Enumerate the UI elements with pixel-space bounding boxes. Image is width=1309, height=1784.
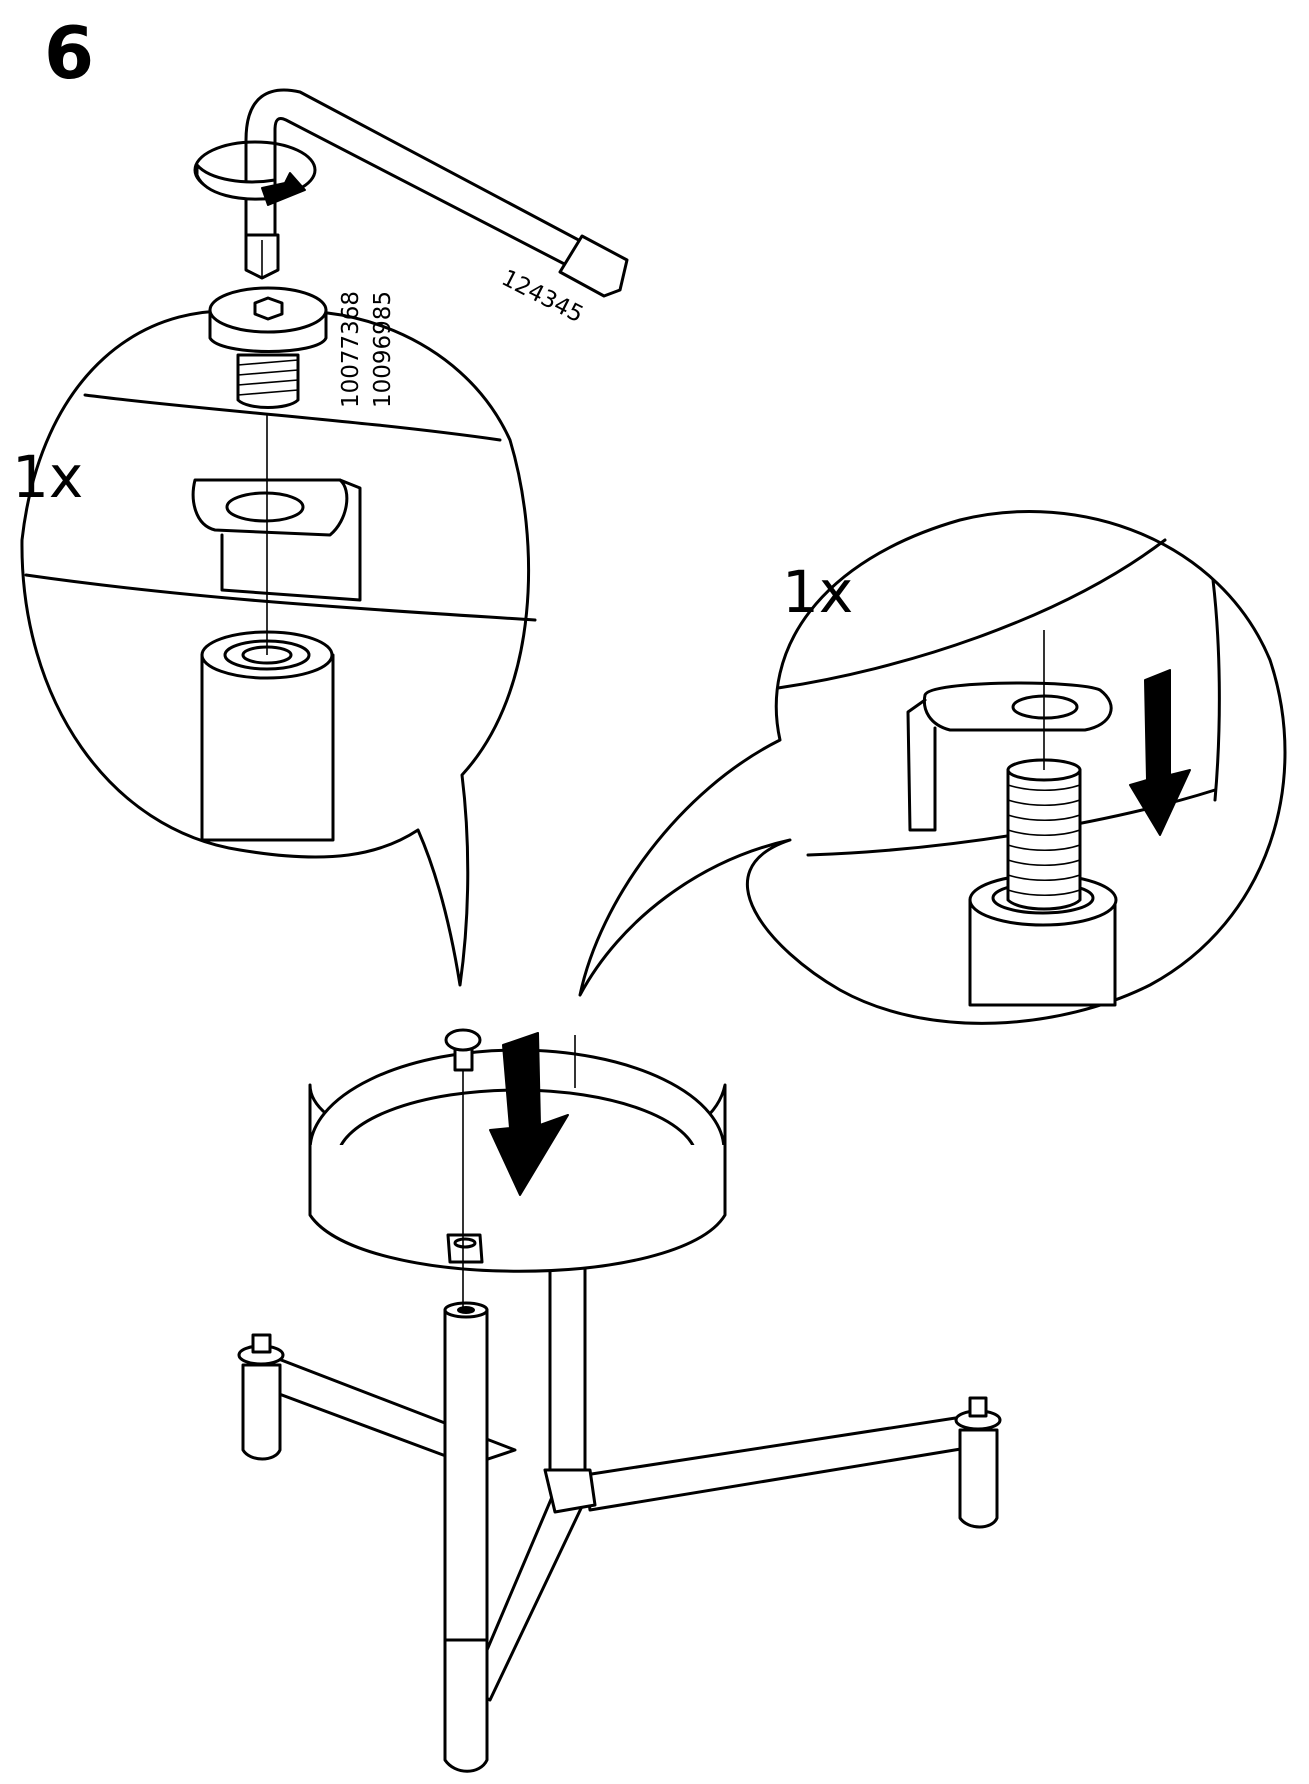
left-bracket-plate xyxy=(220,478,362,602)
left-bracket-hole xyxy=(225,491,305,523)
small-screw-head xyxy=(444,1028,482,1052)
screw-thread-lines xyxy=(237,359,299,396)
screw-icon xyxy=(208,286,328,409)
down-arrow-icon xyxy=(1129,669,1191,836)
leg-hub xyxy=(543,1468,597,1514)
right-callout: 1x xyxy=(578,509,1287,1025)
allen-key-icon xyxy=(244,88,629,298)
seat-bracket-hole xyxy=(453,1237,477,1249)
screw-code-b: 10096985 xyxy=(370,291,396,408)
stool-assembly xyxy=(237,1028,1002,1773)
right-callout-quantity: 1x xyxy=(782,558,853,626)
rotate-band xyxy=(195,163,277,201)
left-callout: 1x xyxy=(12,309,537,987)
allen-key-body xyxy=(244,88,622,287)
main-down-arrow-icon xyxy=(489,1032,569,1196)
left-foot-screw xyxy=(251,1333,272,1354)
screw-hex-socket xyxy=(253,296,284,321)
left-callout-quantity: 1x xyxy=(12,443,83,511)
right-callout-bubble xyxy=(578,509,1287,1025)
step-number: 6 xyxy=(44,11,94,95)
left-foot xyxy=(241,1363,282,1461)
back-leg xyxy=(548,1253,587,1472)
rotate-arrow-icon xyxy=(193,140,317,206)
right-callout-side-edge xyxy=(1211,578,1221,802)
right-bolt-threads xyxy=(1007,784,1081,896)
rotate-arrow-head xyxy=(261,172,306,206)
left-callout-top-edge xyxy=(83,393,502,442)
right-foot-screw xyxy=(968,1396,988,1418)
right-bracket-hole xyxy=(1011,694,1079,720)
left-callout-bottom-edge xyxy=(24,573,537,622)
seat-ring-front xyxy=(308,1145,727,1273)
left-leg-tube xyxy=(200,653,335,842)
right-bracket-plate xyxy=(906,698,937,832)
front-leg-hole xyxy=(457,1306,475,1314)
allen-key-tip xyxy=(558,234,629,298)
right-strut xyxy=(583,1413,987,1512)
screw-code-a: 10077368 xyxy=(338,291,364,408)
right-callout-top-edge xyxy=(776,538,1167,690)
front-leg xyxy=(443,1308,489,1773)
right-foot xyxy=(958,1428,999,1529)
